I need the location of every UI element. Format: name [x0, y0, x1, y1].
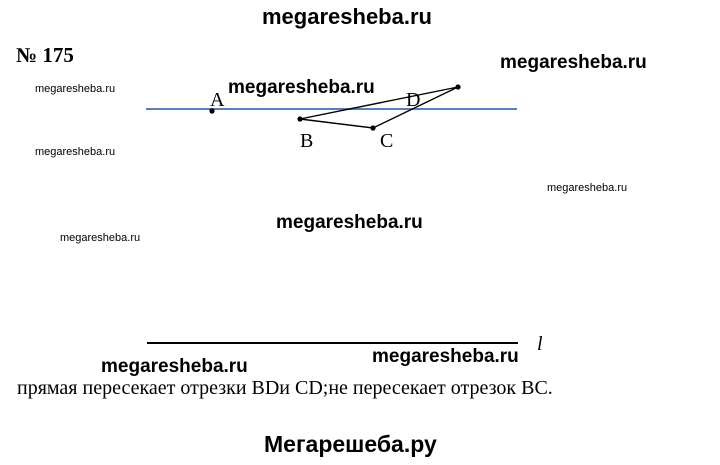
- label-d: D: [406, 89, 420, 111]
- triangle-bcd: [299, 86, 459, 129]
- watermark: megaresheba.ru: [60, 232, 141, 244]
- watermark: megaresheba.ru: [35, 83, 116, 95]
- label-b: B: [300, 130, 313, 152]
- watermark: megaresheba.ru: [276, 212, 423, 233]
- watermark: megaresheba.ru: [101, 356, 248, 377]
- label-a: A: [210, 89, 225, 111]
- label-c: C: [380, 130, 393, 152]
- watermark: megaresheba.ru: [500, 52, 647, 73]
- watermark: megaresheba.ru: [547, 182, 628, 194]
- watermark: megaresheba.ru: [372, 346, 519, 367]
- point-b: [297, 116, 303, 122]
- answer-text: прямая пересекает отрезки BDи CD;не пере…: [17, 377, 553, 399]
- footer-brand: Мегарешеба.ру: [264, 431, 437, 457]
- point-c: [370, 125, 376, 131]
- watermark: megaresheba.ru: [228, 77, 375, 98]
- point-a: [209, 108, 215, 114]
- point-d: [455, 84, 461, 90]
- watermark: megaresheba.ru: [35, 146, 116, 158]
- problem-number: № 175: [16, 43, 74, 67]
- label-line-l: l: [537, 333, 543, 355]
- header-site-name: megaresheba.ru: [262, 4, 432, 29]
